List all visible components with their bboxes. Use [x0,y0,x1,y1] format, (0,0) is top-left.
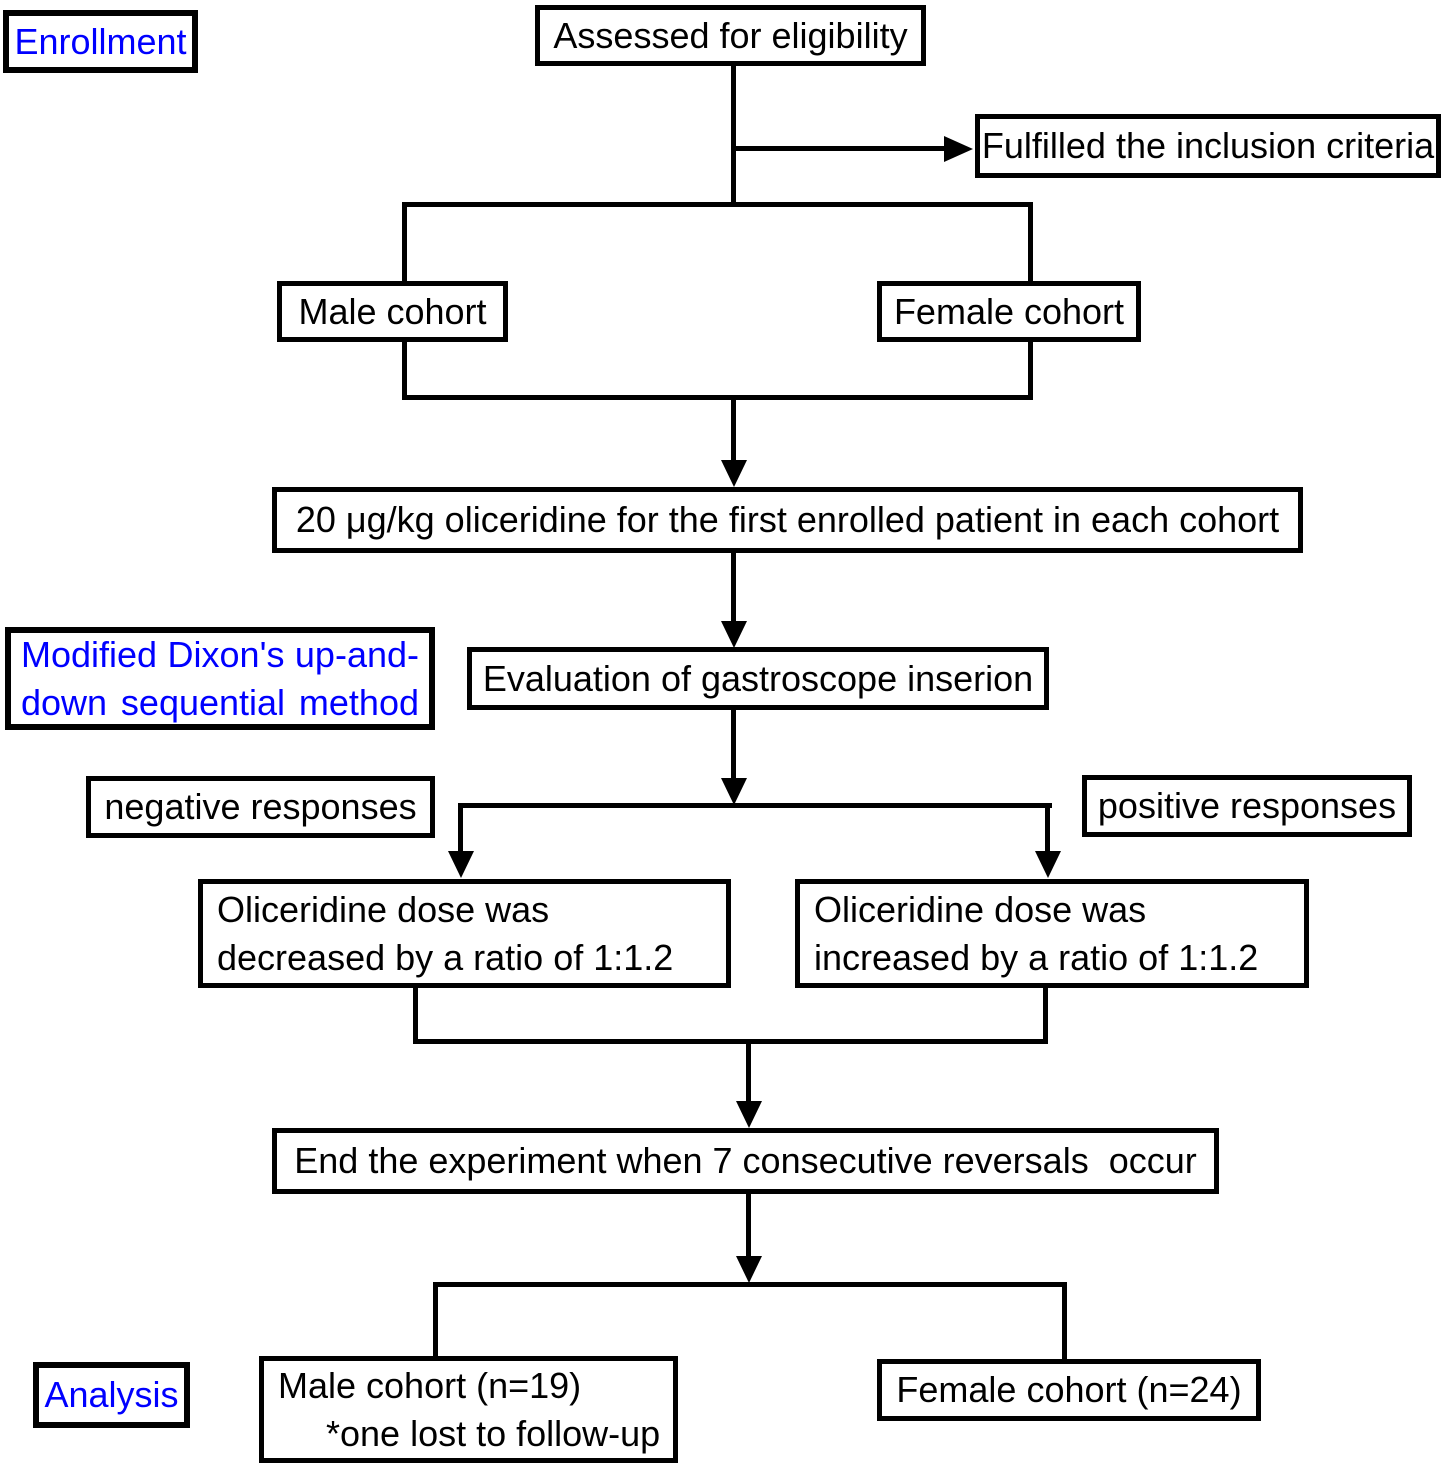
stage-label-enrollment: Enrollment [14,20,187,62]
node-assessed-label: Assessed for eligibility [553,14,908,56]
node-male-analysis-line1: Male cohort (n=19) [278,1364,582,1406]
connector-male-down [402,340,407,400]
node-fulfilled-label: Fulfilled the inclusion criteria [981,125,1435,166]
node-positive-label: positive responses [1097,785,1397,826]
stage-label-method-line1: Modified Dixon's up-and- [21,633,419,675]
connector-end-down [746,1192,751,1257]
stage-label-method-line2: down sequential method [21,681,419,723]
node-first-dose: 20 μg/kg oliceridine for the first enrol… [272,487,1303,553]
node-assessed-for-eligibility: Assessed for eligibility [535,5,926,66]
connector-merge1-down [731,395,736,462]
node-fulfilled-inclusion-criteria: Fulfilled the inclusion criteria [975,114,1441,178]
node-dose-decreased-line1: Oliceridine dose was [217,888,550,930]
connector-increase-down [1043,986,1048,1042]
node-female-analysis-label: Female cohort (n=24) [896,1369,1242,1410]
connector-female-down [1028,340,1033,400]
connector-to-fulfilled-shaft [734,146,944,151]
node-dose-increased: Oliceridine dose was increased by a rati… [795,879,1309,988]
arrowhead-to-evaluation [721,621,747,648]
stage-box-analysis: Analysis [33,1362,190,1428]
arrowhead-to-split3 [736,1256,762,1283]
node-end-experiment: End the experiment when 7 consecutive re… [272,1128,1219,1194]
connector-split3-horizontal [433,1282,1067,1287]
connector-evaluation-down [731,708,736,779]
connector-split1-horizontal [402,202,1033,207]
node-negative-responses: negative responses [86,776,435,838]
node-end-experiment-label: End the experiment when 7 consecutive re… [294,1140,1197,1181]
node-female-analysis: Female cohort (n=24) [877,1359,1261,1421]
connector-split3-to-female-analysis [1062,1282,1067,1361]
node-male-analysis: Male cohort (n=19) *one lost to follow-u… [259,1356,678,1463]
arrowhead-to-increase [1035,851,1061,878]
node-evaluation: Evaluation of gastroscope inserion [467,647,1049,710]
node-female-cohort-label: Female cohort [893,290,1125,332]
node-dose-decreased: Oliceridine dose was decreased by a rati… [198,879,731,988]
connector-first-dose-down [731,551,736,622]
connector-split3-to-male-analysis [433,1282,438,1358]
connector-split2-horizontal [458,803,1052,808]
connector-split1-to-male [402,202,407,284]
node-first-dose-label: 20 μg/kg oliceridine for the first enrol… [295,499,1280,540]
node-male-cohort-label: Male cohort [298,290,487,332]
arrowhead-to-split2 [721,778,747,805]
node-dose-increased-line2: increased by a ratio of 1:1.2 [814,936,1259,978]
connector-split1-to-female [1028,202,1033,284]
connector-split2-right-down [1045,803,1050,852]
node-female-cohort: Female cohort [877,281,1141,342]
node-positive-responses: positive responses [1082,775,1412,837]
stage-box-enrollment: Enrollment [3,10,198,73]
arrowhead-to-decrease [448,851,474,878]
node-negative-label: negative responses [104,786,417,827]
arrowhead-to-first-dose [721,460,747,487]
node-male-cohort: Male cohort [277,281,508,342]
node-evaluation-label: Evaluation of gastroscope inserion [482,657,1034,699]
stage-label-analysis: Analysis [44,1374,179,1415]
connector-merge1-horizontal [402,395,1033,400]
node-dose-decreased-line2: decreased by a ratio of 1:1.2 [217,936,674,978]
arrowhead-to-fulfilled [944,136,973,162]
arrowhead-to-end-experiment [736,1101,762,1128]
node-male-analysis-line2: *one lost to follow-up [326,1412,661,1454]
connector-split2-left-down [458,803,463,852]
connector-decrease-down [413,986,418,1042]
connector-assessed-down [731,66,736,205]
stage-box-method: Modified Dixon's up-and- down sequential… [5,627,435,730]
connector-merge2-horizontal [413,1039,1048,1044]
connector-merge2-down [746,1039,751,1103]
node-dose-increased-line1: Oliceridine dose was [814,888,1147,930]
